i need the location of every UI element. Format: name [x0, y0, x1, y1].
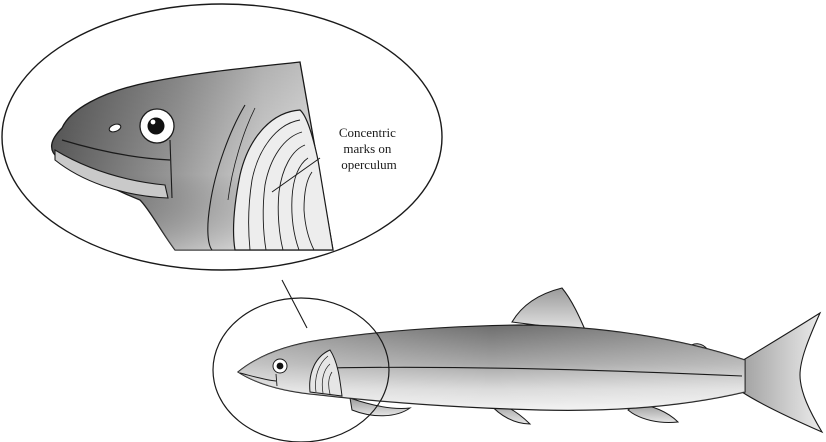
- annotation-line: operculum: [341, 157, 397, 172]
- annotation-label: Concentric marks on operculum: [339, 125, 399, 172]
- annotation-line: marks on: [343, 141, 392, 156]
- annotation-line: Concentric: [339, 125, 396, 140]
- inset-connector-line: [282, 280, 307, 328]
- full-fish: [238, 288, 822, 432]
